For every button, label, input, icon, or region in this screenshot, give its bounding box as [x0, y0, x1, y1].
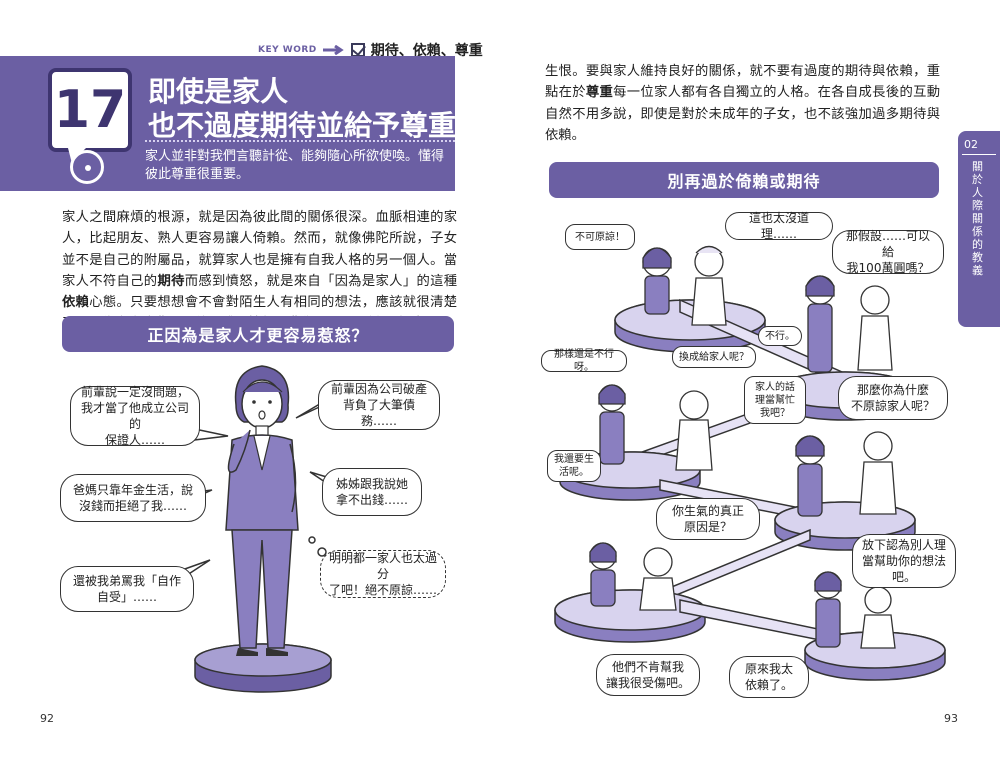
thought-bubble: 明明都一家人也太過分 了吧！絕不原諒……	[320, 550, 446, 598]
speech-bubble: 還被我弟罵我「自作 自受」……	[60, 566, 194, 612]
woman-figure-4	[795, 435, 825, 517]
body-text-segment: 每一位家人都有各自獨立的人格。在各自成長後的互動自然不用多說，即使是對於未成年的…	[545, 85, 941, 143]
chapter-number: 17	[48, 68, 132, 152]
speech-bubble: 不行。	[758, 326, 802, 346]
buddha-figure-4	[859, 431, 897, 515]
speech-bubble: 家人的話 理當幫忙 我吧？	[744, 376, 806, 424]
body-text-right: 生恨。要與家人維持良好的關係，就不要有過度的期待與依賴，重點在於尊重每一位家人都…	[545, 61, 940, 146]
section-title-left: 正因為是家人才更容易惹怒？	[62, 316, 454, 352]
woman-figure-6	[814, 571, 842, 648]
keywords: 期待、依賴、尊重	[370, 43, 483, 59]
speech-bubble: 不可原諒！	[565, 224, 635, 250]
keyword-row: KEY WORD 期待、依賴、尊重	[258, 40, 483, 60]
speech-bubble: 那樣還是不行呀。	[541, 349, 627, 373]
dharma-wheel-icon	[70, 150, 104, 184]
body-text-segment: 生恨。要與家人維持良好的關係，就不要有過度的期待與依賴，重點在於	[545, 64, 940, 101]
chapter-tab-title: 關於人際關係的教義	[972, 160, 983, 277]
keyword-label: KEY WORD	[258, 45, 317, 55]
chapter-title-line1: 即使是家人	[148, 75, 289, 108]
speech-bubble: 這也太沒道理……	[725, 211, 833, 241]
chapter-subtitle: 家人並非對我們言聽計從、能夠隨心所欲使喚。懂得彼此尊重很重要。	[145, 149, 445, 182]
buddha-figure-6	[860, 586, 896, 649]
speech-bubble: 他們不肯幫我 讓我很受傷吧。	[596, 654, 700, 696]
checkbox-icon	[350, 43, 365, 57]
woman-figure-5	[589, 542, 617, 607]
chapter-tab-divider	[962, 154, 996, 155]
speech-bubble: 爸媽只靠年金生活，說 沒錢而拒絕了我……	[60, 474, 206, 522]
page-number-right: 93	[944, 712, 958, 725]
standing-woman-figure	[194, 365, 332, 693]
speech-bubble: 那麼你為什麼 不原諒家人呢？	[838, 376, 948, 420]
buddha-figure-3	[675, 390, 713, 471]
speech-bubble: 你生氣的真正 原因是？	[656, 498, 760, 540]
speech-bubble: 姊姊跟我說她 拿不出錢……	[322, 468, 422, 516]
chapter-tab	[958, 131, 1000, 327]
speech-bubble: 原來我太 依賴了。	[729, 656, 809, 698]
woman-figure-1	[642, 247, 672, 315]
body-text-segment: 家人之間麻煩的根源，就是因為彼此間的關係很深。血脈相連的家人，比起朋友、熟人更容…	[62, 210, 457, 289]
woman-figure-2	[805, 275, 835, 373]
body-text-left: 家人之間麻煩的根源，就是因為彼此間的關係很深。血脈相連的家人，比起朋友、熟人更容…	[62, 207, 457, 335]
speech-bubble: 放下認為別人理 當幫助你的想法 吧。	[852, 534, 956, 588]
woman-figure-3	[598, 384, 626, 465]
arrow-right-icon	[322, 45, 344, 55]
emphasis-dependence: 依賴	[62, 295, 90, 311]
speech-bubble: 換成給家人呢？	[672, 346, 756, 368]
speech-bubble: 前輩因為公司破產 背負了大筆債務……	[318, 380, 440, 430]
chapter-tab-number: 02	[964, 138, 978, 151]
emphasis-respect: 尊重	[585, 85, 614, 101]
header-divider	[145, 140, 455, 142]
buddha-figure-2	[857, 285, 893, 371]
emphasis-expectation: 期待	[157, 273, 185, 289]
section-title-right: 別再過於倚賴或期待	[549, 162, 939, 198]
speech-bubble: 我還要生 活呢。	[547, 450, 601, 482]
speech-bubble: 那假設……可以給 我100萬圓嗎？	[832, 229, 944, 275]
body-text-segment: 而感到憤怒，就是來自「因為是家人」的這種	[184, 273, 458, 289]
speech-bubble: 前輩說一定沒問題， 我才當了他成立公司的 保證人……	[70, 385, 200, 447]
page-number-left: 92	[40, 712, 54, 725]
chapter-title-line2: 也不過度期待並給予尊重	[148, 109, 457, 142]
buddha-figure-1	[691, 245, 727, 326]
right-page-figures	[589, 245, 897, 649]
buddha-figure-5	[639, 547, 677, 611]
